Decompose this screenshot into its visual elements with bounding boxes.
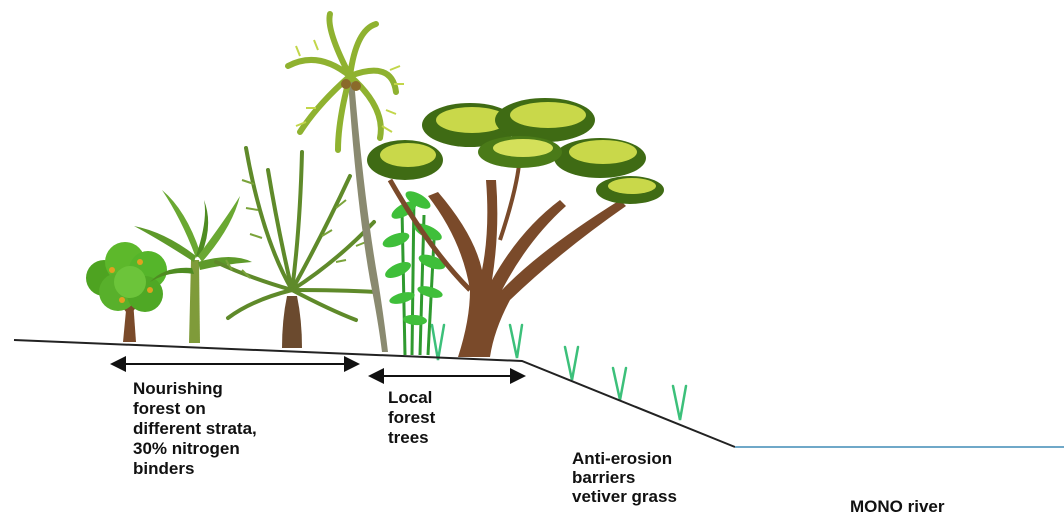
acacia-tree-icon — [367, 98, 664, 357]
nourishing-forest-label: Nourishing forest on different strata, 3… — [133, 379, 257, 478]
bamboo-icon — [382, 191, 446, 356]
local-forest-label: Local forest trees — [388, 388, 436, 447]
river-label: MONO river — [850, 497, 945, 516]
oil-palm-icon — [214, 146, 378, 348]
coconut-palm-icon — [285, 11, 404, 352]
ground-line — [13, 339, 736, 448]
anti-erosion-label: Anti-erosion barriers vetiver grass — [572, 449, 677, 506]
banana-plant-icon — [134, 190, 252, 343]
fruit-tree-icon — [86, 242, 167, 342]
